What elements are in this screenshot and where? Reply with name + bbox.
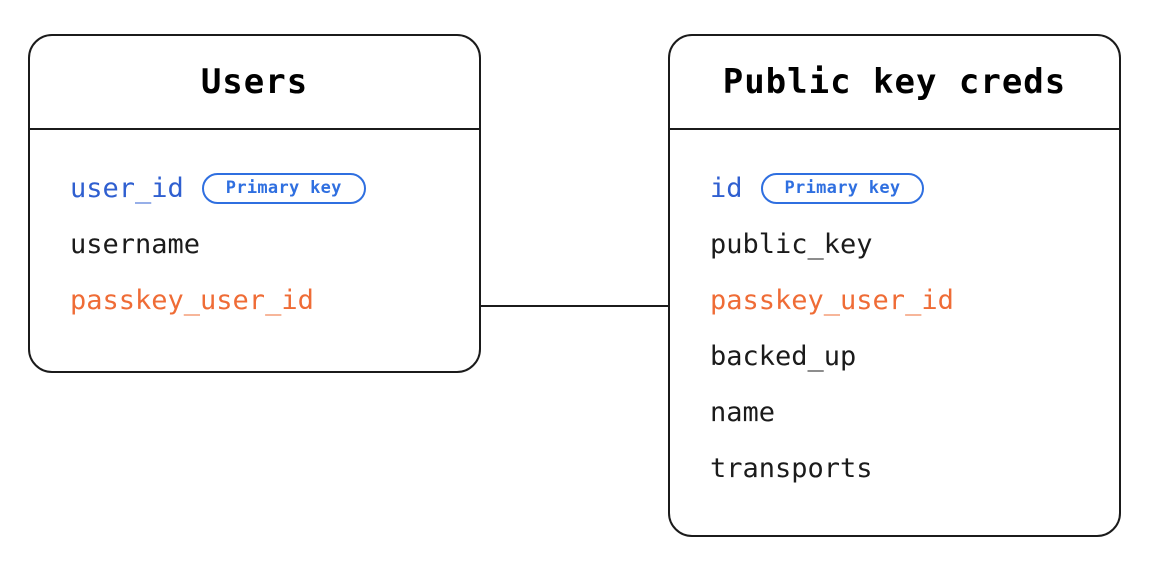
field-name: backed_up [710,340,857,372]
field-name: username [70,228,201,260]
field-row[interactable]: id Primary key [670,160,1119,216]
field-row[interactable]: passkey_user_id [670,272,1119,328]
entity-title: Users [200,62,309,102]
field-name: passkey_user_id [710,284,954,316]
entity-card-public-key-creds[interactable]: Public key creds id Primary key public_k… [668,34,1121,537]
entity-field-list-users: user_id Primary key username passkey_use… [30,130,479,371]
field-name: id [710,172,743,204]
entity-field-list-public-key-creds: id Primary key public_key passkey_user_i… [670,130,1119,535]
entity-header-public-key-creds: Public key creds [670,36,1119,130]
entity-card-users[interactable]: Users user_id Primary key username passk… [28,34,481,373]
field-name: passkey_user_id [70,284,314,316]
relationship-connector-line [481,305,668,307]
field-row[interactable]: backed_up [670,328,1119,384]
field-row[interactable]: username [30,216,479,272]
primary-key-badge: Primary key [760,172,925,204]
field-row[interactable]: transports [670,440,1119,496]
entity-title: Public key creds [722,62,1067,102]
field-name: public_key [710,228,873,260]
field-name: transports [710,452,873,484]
field-name: name [710,396,776,428]
field-row[interactable]: passkey_user_id [30,272,479,328]
field-name: user_id [70,172,184,204]
primary-key-badge: Primary key [201,172,366,204]
entity-header-users: Users [30,36,479,130]
field-row[interactable]: user_id Primary key [30,160,479,216]
field-row[interactable]: name [670,384,1119,440]
field-row[interactable]: public_key [670,216,1119,272]
